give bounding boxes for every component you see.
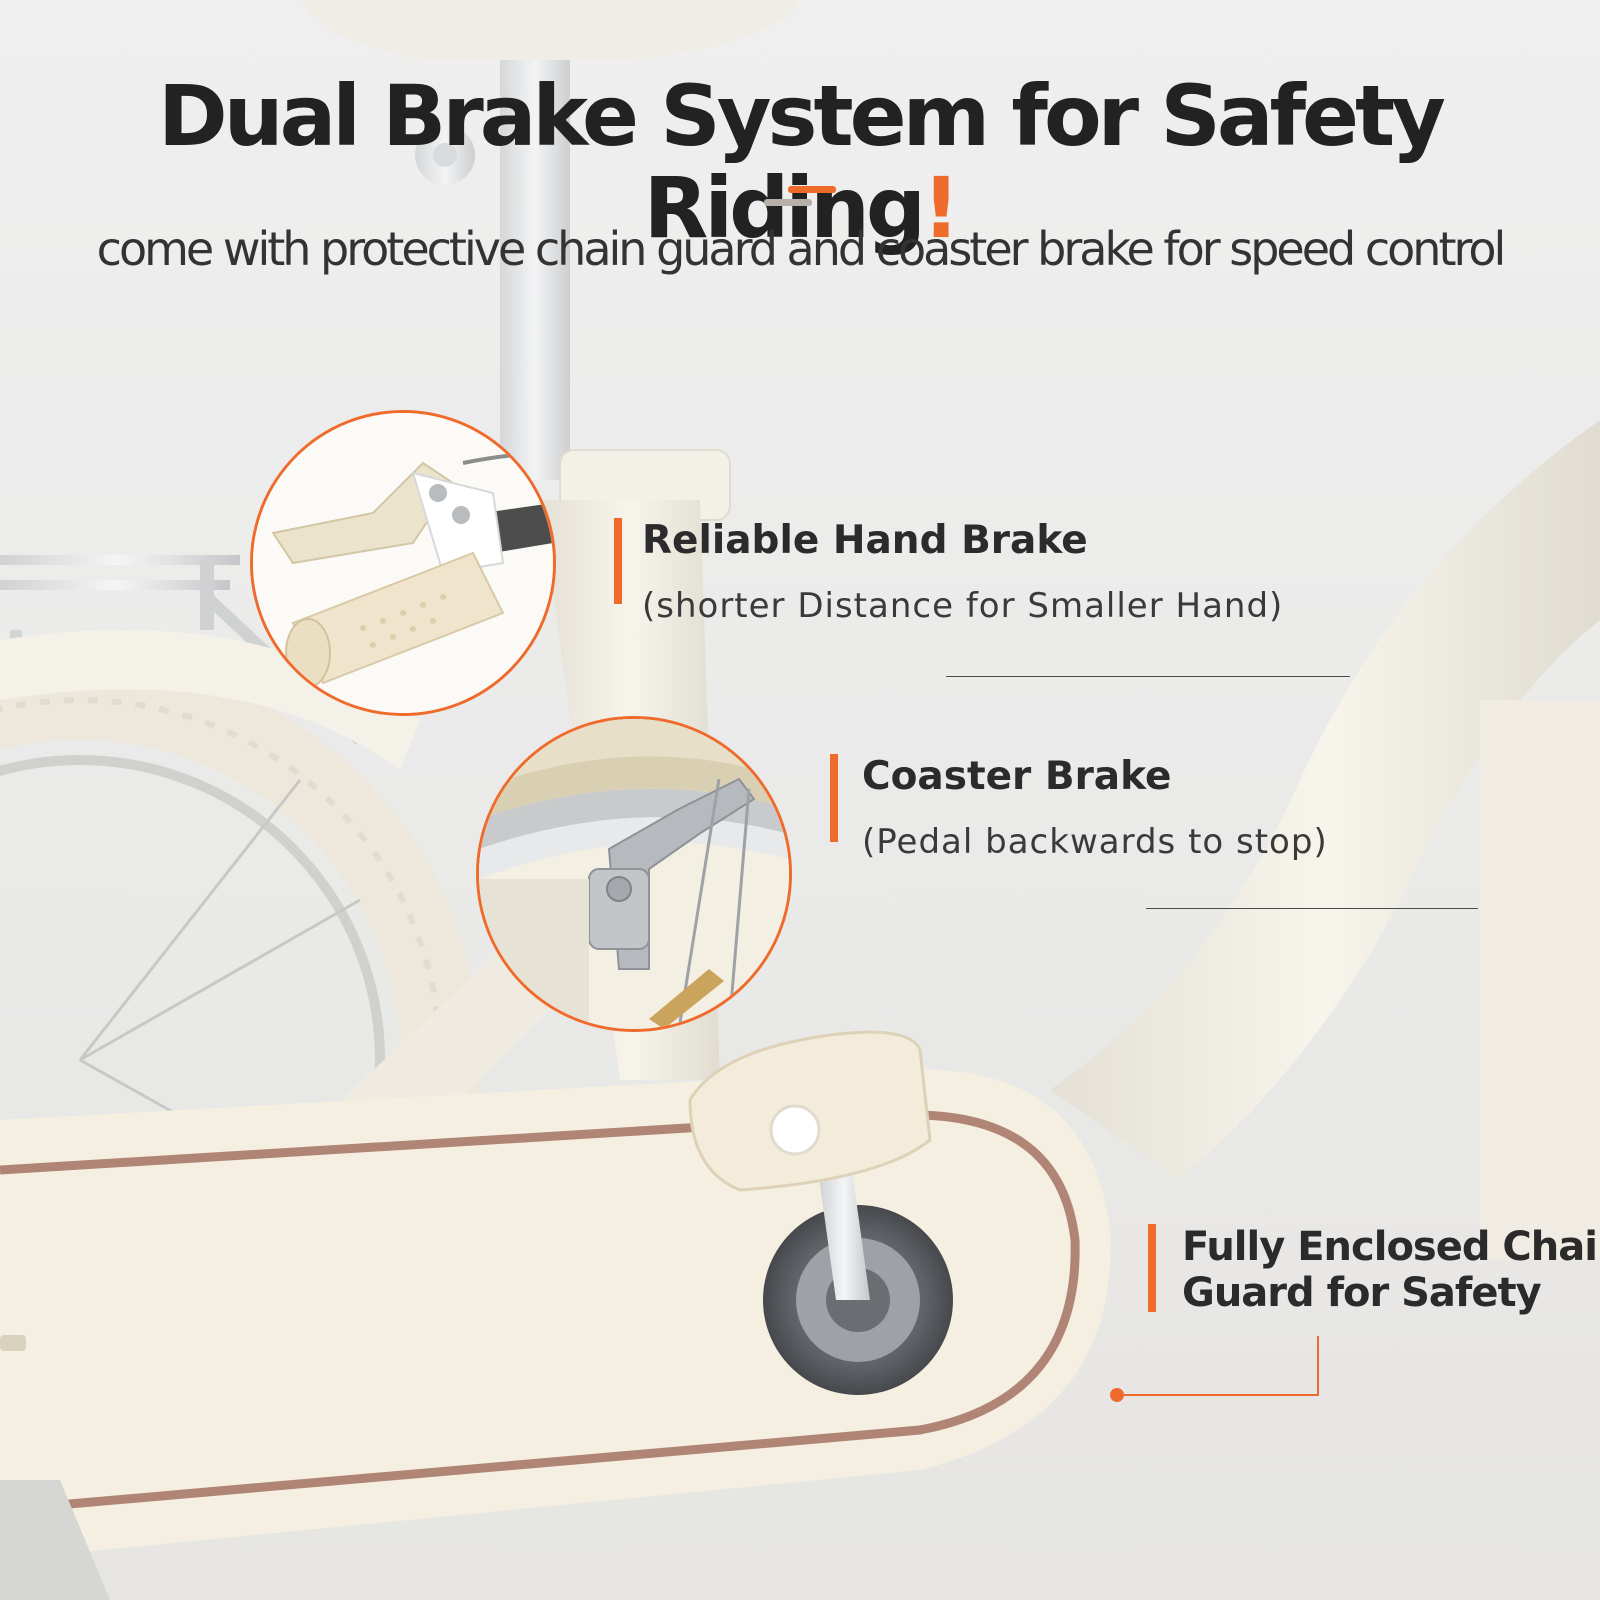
chain-guard-pointer-horizontal [1120,1394,1319,1396]
coaster-brake-title: Coaster Brake [862,754,1172,799]
page-title: Dual Brake System for Safety Riding! [0,70,1600,255]
callout-chain-guard: Fully Enclosed Chain Guard for Safety [1148,1224,1600,1324]
title-divider [764,186,836,208]
coaster-brake-inset [476,716,792,1032]
hand-brake-title: Reliable Hand Brake [642,518,1088,563]
callout-accent-bar [830,754,838,842]
callout-coaster-brake: Coaster Brake (Pedal backwards to stop) [830,754,1450,862]
callout-accent-bar [1148,1224,1156,1312]
chain-guard-title-line2: Guard for Safety [1182,1270,1542,1316]
callout-hand-brake: Reliable Hand Brake (shorter Distance fo… [614,518,1334,626]
chain-guard-title-line1: Fully Enclosed Chain [1182,1224,1600,1270]
page-title-text: Dual Brake System for Safety Riding [158,67,1446,258]
hand-brake-rule [946,676,1350,677]
hand-brake-inset [250,410,556,716]
coaster-brake-subtitle: (Pedal backwards to stop) [862,822,1328,862]
callout-accent-bar [614,518,622,604]
hand-brake-subtitle: (shorter Distance for Smaller Hand) [642,586,1284,626]
chain-guard-pointer-vertical [1317,1336,1319,1396]
coaster-brake-icon [479,719,789,1029]
divider-gray [764,199,812,206]
hand-brake-lever-icon [253,413,553,713]
page-subtitle: come with protective chain guard and coa… [96,222,1507,276]
divider-orange [788,186,836,193]
chain-guard-pointer-dot [1110,1388,1124,1402]
page-title-accent: ! [922,159,960,258]
coaster-brake-rule [1146,908,1478,909]
